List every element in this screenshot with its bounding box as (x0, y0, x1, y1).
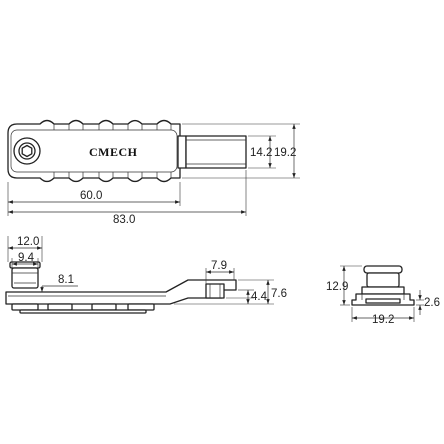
dim-inner-height: 14.2 (250, 147, 272, 159)
top-view-body-outline (7, 119, 181, 183)
top-view-tongue (185, 135, 247, 169)
side-view: 12.0 9.4 8.1 7.9 4.4 7.6 (5, 236, 287, 314)
dim-height-a: 4.4 (251, 291, 268, 303)
dim-length-total: 83.0 (113, 214, 135, 226)
end-view: 12.9 2.6 19.2 (326, 265, 440, 326)
dim-end-height: 12.9 (326, 281, 348, 293)
dim-length-inner: 60.0 (80, 190, 102, 202)
side-slot-block (205, 283, 225, 299)
top-view-transition-block (177, 135, 187, 169)
side-knob-stem (11, 267, 39, 289)
end-knob-body (366, 272, 400, 288)
hex-socket-icon (21, 144, 33, 158)
end-plate (361, 286, 405, 295)
top-view-grooves (53, 124, 172, 178)
dim-height-b: 7.6 (271, 288, 287, 300)
dim-end-base-height: 2.6 (424, 297, 440, 309)
top-view-inner-outline (10, 129, 178, 173)
end-knob-cap (363, 265, 403, 274)
cam-knob-outer (13, 137, 41, 165)
dim-slot-width: 7.9 (211, 260, 227, 272)
dim-width-top: 12.0 (17, 236, 39, 248)
dim-width-inner: 9.4 (18, 252, 35, 264)
side-grip-lugs (11, 303, 155, 314)
dim-offset: 8.1 (58, 274, 74, 286)
dim-end-width: 19.2 (372, 314, 394, 326)
cam-knob-inner (18, 142, 36, 160)
side-body-plate (5, 279, 237, 305)
dim-outer-height: 19.2 (274, 147, 296, 159)
brand-label: CMECH (89, 145, 138, 159)
top-view: CMECH 14.2 19.2 60.0 83.0 (7, 119, 300, 226)
